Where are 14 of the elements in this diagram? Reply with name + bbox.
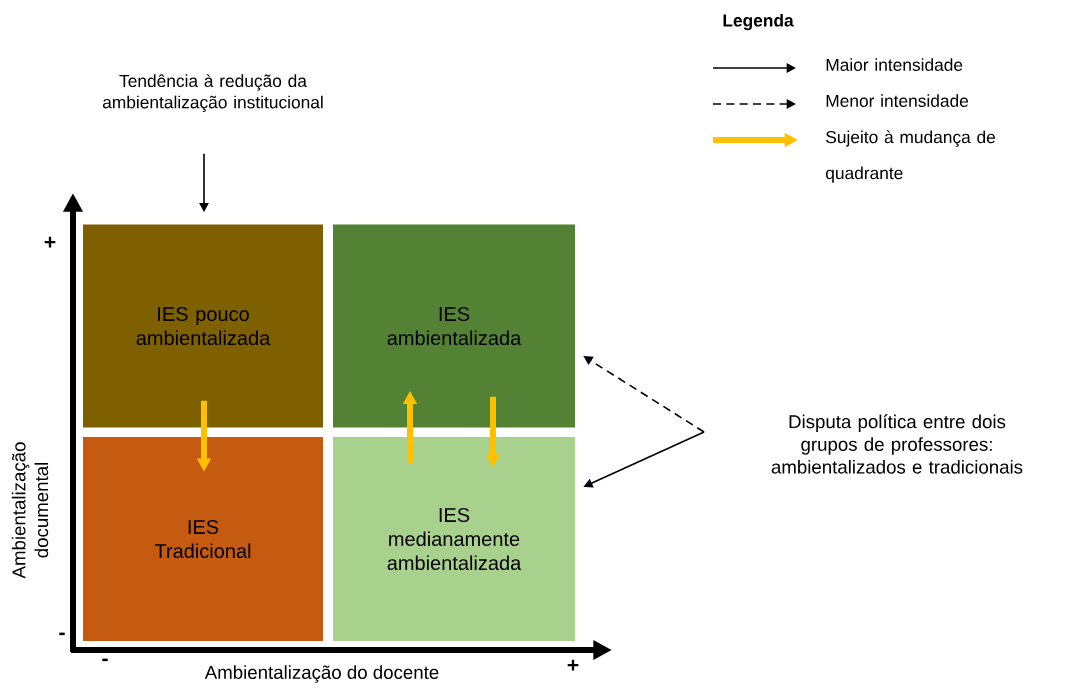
- quadrant-box: IES Tradicional: [83, 437, 323, 641]
- quadrant-box: IES medianamente ambientalizada: [333, 437, 575, 641]
- annotation-text: Tendência à redução da ambientalização institucional: [102, 74, 323, 112]
- axis-sign: +: [567, 659, 579, 671]
- axis-sign: +: [44, 236, 56, 248]
- axis-title: Ambientalização do docente: [204, 665, 439, 683]
- quadrant-box: IES pouco ambientalizada: [83, 224, 323, 428]
- legend-text: Sujeito à mudança de quadrante: [826, 130, 995, 183]
- annotation-text: Disputa política entre dois grupos de professores: ambientalizados e tradicionais: [771, 414, 1023, 474]
- legend-text: Menor intensidade: [826, 94, 969, 107]
- legend-title: Legenda: [723, 13, 794, 31]
- quadrant-box: IES ambientalizada: [333, 224, 575, 428]
- legend-text: Maior intensidade: [826, 58, 963, 71]
- axis-title: Ambientalização documental: [11, 442, 49, 579]
